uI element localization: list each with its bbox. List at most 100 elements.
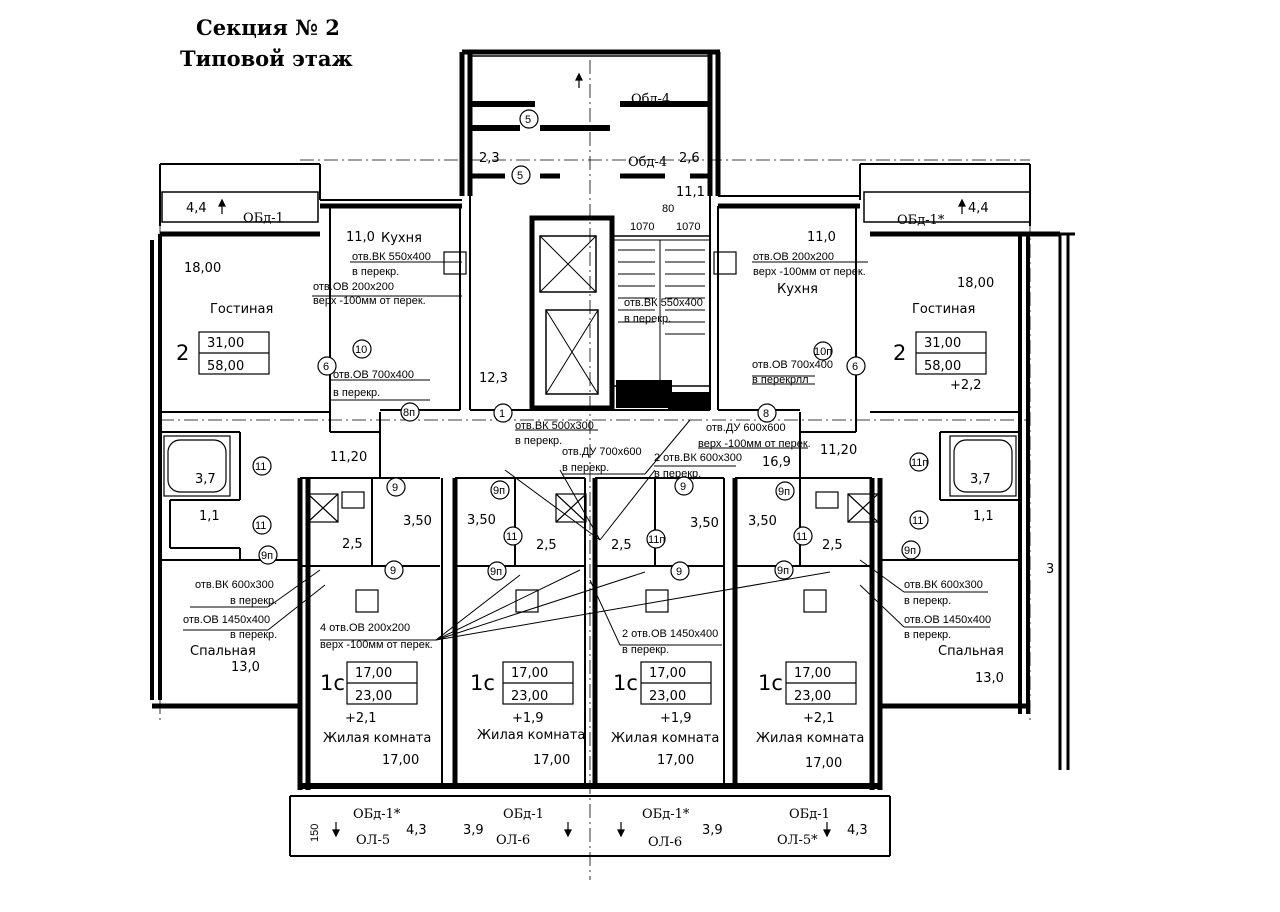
note-ov1450x2-1: 2 отв.ОВ 1450х400 bbox=[622, 628, 718, 640]
marker-6r: 6 bbox=[852, 361, 858, 373]
technical-notes: отв.ВК 550х400 в перекр. отв.ОВ 200х200 … bbox=[183, 251, 991, 656]
area-room-1c-a: 17,00 bbox=[382, 753, 419, 768]
area-loggia-4: 4,3 bbox=[847, 823, 868, 838]
apt-right-living: 31,00 bbox=[924, 336, 961, 351]
marker-8l: 8п bbox=[403, 407, 415, 419]
note-ov200-l1: отв.ОВ 200х200 bbox=[313, 281, 394, 293]
note-vk550-2: в перекр. bbox=[352, 266, 399, 278]
note-ov200-r2: верх -100мм от перек. bbox=[753, 266, 866, 278]
level-plus21a: +2,1 bbox=[345, 711, 377, 726]
note-vkstair-1: отв.ВК 550х400 bbox=[624, 297, 703, 309]
apt-1c-b-living: 17,00 bbox=[511, 666, 548, 681]
area-room-1c-c: 17,00 bbox=[657, 753, 694, 768]
note-ov700-l2: в перекр. bbox=[333, 387, 380, 399]
apartment-boxes bbox=[198, 331, 987, 705]
note-ov700-l1: отв.ОВ 700х400 bbox=[333, 369, 414, 381]
floor-title: Типовой этаж bbox=[180, 46, 353, 71]
area-stair-top-right: 2,6 bbox=[679, 151, 700, 166]
apt-1c-a-living: 17,00 bbox=[355, 666, 392, 681]
marker-10l: 10 bbox=[355, 344, 367, 356]
marker-11l: 11 bbox=[255, 461, 266, 473]
area-right-cut: 3 bbox=[1046, 562, 1054, 577]
area-room-1c-b: 17,00 bbox=[533, 753, 570, 768]
area-left-kitchen: 11,0 bbox=[346, 230, 375, 245]
room-living-left: Гостиная bbox=[210, 302, 273, 317]
level-plus21b: +2,1 bbox=[803, 711, 835, 726]
apt-right-total: 58,00 bbox=[924, 359, 961, 374]
markers: 5 5 10 10п 6 6 8п 1 8 11 11п 9 9п 9 9п 1… bbox=[252, 109, 929, 581]
area-right-living: 18,00 bbox=[957, 276, 994, 291]
tag-obd1s-3: ОБд-1* bbox=[642, 807, 690, 822]
marker-9-3: 9 bbox=[680, 481, 686, 493]
room-bedroom-right: Спальная bbox=[938, 644, 1004, 659]
apt-1c-c-total: 23,00 bbox=[649, 689, 686, 704]
apt-1c-d-rooms: 1с bbox=[758, 671, 783, 695]
area-right-kitchen: 11,0 bbox=[807, 230, 836, 245]
tag-ol6a: ОЛ-6 bbox=[496, 833, 530, 848]
tag-obd1-left: ОБд-1 bbox=[243, 211, 284, 226]
apt-left-living: 31,00 bbox=[207, 336, 244, 351]
note-vk550-1: отв.ВК 550х400 bbox=[352, 251, 431, 263]
tag-ol5: ОЛ-5 bbox=[356, 833, 390, 848]
area-room-1c-d: 17,00 bbox=[805, 756, 842, 771]
dim-1070b: 1070 bbox=[676, 221, 700, 233]
area-loggia-3: 3,9 bbox=[702, 823, 723, 838]
note-vk600-r2: в перекр. bbox=[904, 595, 951, 607]
note-ov1450-l1: отв.ОВ 1450х400 bbox=[183, 614, 270, 626]
apt-1c-b-rooms: 1с bbox=[470, 671, 495, 695]
note-du700-2: в перекр. bbox=[562, 462, 609, 474]
area-left-wc: 1,1 bbox=[199, 509, 220, 524]
room-kitchen-right: Кухня bbox=[777, 282, 818, 297]
marker-9-9: 9п bbox=[777, 565, 789, 577]
level-plus22: +2,2 bbox=[950, 378, 982, 393]
area-loggia-2: 3,9 bbox=[463, 823, 484, 838]
note-ov200-r1: отв.ОВ 200х200 bbox=[753, 251, 834, 263]
balconies bbox=[161, 55, 1031, 223]
area-right-bath: 3,7 bbox=[970, 472, 991, 487]
apt-1c-a-rooms: 1с bbox=[320, 671, 345, 695]
marker-9-2: 9п bbox=[493, 485, 505, 497]
area-hall-1c-a: 3,50 bbox=[403, 514, 432, 529]
tag-obd1-right: ОБд-1* bbox=[897, 213, 945, 228]
marker-1: 1 bbox=[499, 408, 505, 420]
leader-lines bbox=[183, 261, 990, 646]
area-left-hall: 11,20 bbox=[330, 450, 367, 465]
room-studio-c: Жилая комната bbox=[611, 731, 719, 746]
area-hall-1c-d: 3,50 bbox=[748, 514, 777, 529]
room-bedroom-left: Спальная bbox=[190, 644, 256, 659]
tag-obd1-4: ОБд-1 bbox=[789, 807, 830, 822]
marker-11-b: 11 bbox=[506, 531, 517, 543]
note-du600-2: верх -100мм от перек. bbox=[698, 438, 811, 450]
note-ov700-r2: в перекрлл bbox=[752, 374, 809, 386]
marker-10r: 10п bbox=[814, 346, 832, 358]
marker-9-5: 9п bbox=[261, 550, 273, 562]
tag-obd1s-1: ОБд-1* bbox=[353, 807, 401, 822]
room-studio-b: Жилая комната bbox=[477, 728, 585, 743]
marker-9-11: 9п bbox=[904, 545, 916, 557]
marker-9-6: 9 bbox=[390, 565, 396, 577]
note-ov1450-r1: отв.ОВ 1450х400 bbox=[904, 614, 991, 626]
apt-1c-c-rooms: 1с bbox=[613, 671, 638, 695]
tag-obd1-2: ОБд-1 bbox=[503, 807, 544, 822]
marker-9-1: 9 bbox=[392, 482, 398, 494]
area-stair-top-left: 2,3 bbox=[479, 151, 500, 166]
marker-8r: 8 bbox=[763, 408, 769, 420]
note-vk600-l1: отв.ВК 600х300 bbox=[195, 579, 274, 591]
apt-1c-c-living: 17,00 bbox=[649, 666, 686, 681]
area-bath-1c-c: 2,5 bbox=[611, 538, 632, 553]
note-vkstair-2: в перекр. bbox=[624, 313, 671, 325]
fixtures bbox=[163, 251, 1017, 613]
marker-9-7: 9п bbox=[490, 566, 502, 578]
room-kitchen-left: Кухня bbox=[381, 231, 422, 246]
marker-11-d: 11 bbox=[912, 515, 923, 527]
area-left-bath: 3,7 bbox=[195, 472, 216, 487]
note-ov200-l2: верх -100мм от перек. bbox=[313, 295, 426, 307]
marker-11r: 11п bbox=[911, 457, 928, 469]
room-studio-d: Жилая комната bbox=[756, 731, 864, 746]
area-right-wc: 1,1 bbox=[973, 509, 994, 524]
marker-5b: 5 bbox=[517, 170, 523, 182]
area-bath-1c-d: 2,5 bbox=[822, 538, 843, 553]
marker-11-a: 11 bbox=[255, 520, 266, 532]
area-lobby: 11,1 bbox=[676, 185, 705, 200]
dim-80: 80 bbox=[662, 203, 674, 215]
